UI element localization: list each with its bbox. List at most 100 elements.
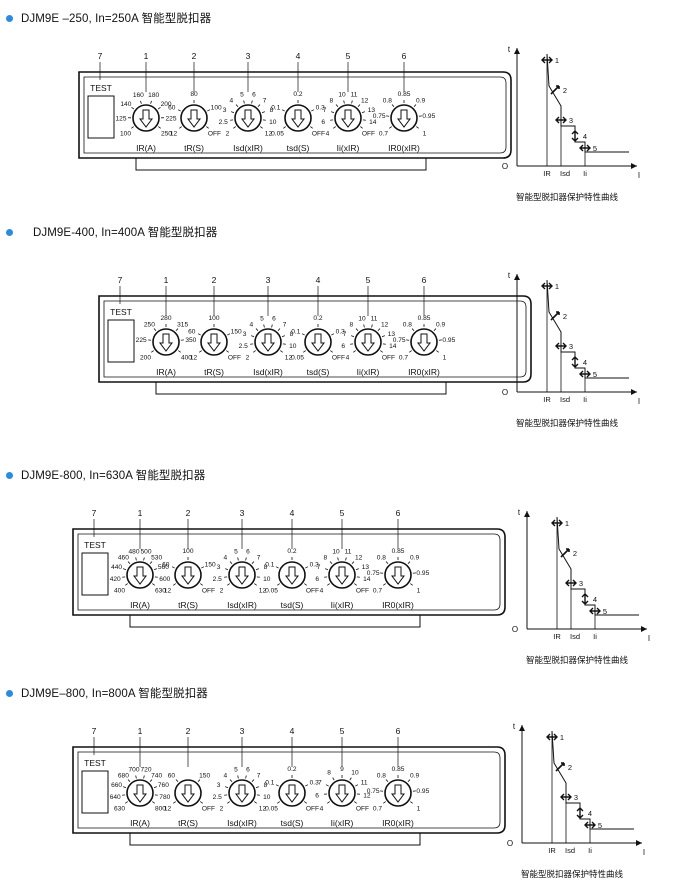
dial-scale-label: 10 [332, 549, 340, 556]
dial-scale-label: 0.05 [291, 354, 304, 361]
dial-scale-label: 4 [224, 554, 228, 561]
dial-tick [416, 126, 419, 129]
dial-label: tR(S) [178, 600, 198, 610]
section-header: DJM9E-800, In=630A 智能型脱扣器 [6, 465, 205, 485]
dial-tick [275, 566, 279, 569]
dial-scale-label: 2.5 [213, 576, 222, 583]
dial-tick [343, 100, 345, 104]
callout-number: 1 [138, 726, 143, 736]
dial-scale-label: 315 [177, 321, 188, 328]
dial-pointer-icon [335, 784, 349, 803]
y-axis-label: t [513, 722, 516, 731]
panel-base [129, 615, 421, 628]
dial-tick [152, 583, 155, 586]
dial-scale-label: 10 [358, 316, 366, 323]
adjust-arrow-icon [551, 519, 563, 527]
dial-tick [255, 786, 259, 789]
dial-tick [257, 104, 261, 108]
dial-scale-label: 100 [208, 315, 219, 322]
dial-scale-label: 2.5 [239, 343, 248, 350]
dial-label: tsd(S) [307, 367, 330, 377]
dial-label: Isd(xIR) [233, 143, 263, 153]
ii-tick-label: Ii [588, 846, 592, 855]
dial-scale-label: 11 [371, 316, 378, 323]
dial-scale-label: 400 [181, 354, 192, 361]
dial-scale-label: 14 [369, 119, 377, 126]
dial-scale-label: OFF [332, 354, 345, 361]
dial-tick [433, 328, 437, 332]
dial-label: IR0(xIR) [382, 818, 414, 828]
dial-scale-label: 10 [269, 119, 277, 126]
dial-scale-label: 10 [289, 343, 297, 350]
dial-tick [377, 328, 381, 332]
dial-scale-label: 9 [340, 766, 344, 773]
dial-tick [260, 126, 263, 129]
dial-scale-label: 0.05 [265, 587, 278, 594]
dial-scale-label: 8 [327, 770, 331, 777]
dial-scale-label: 0.85 [418, 315, 431, 322]
origin-label: O [507, 839, 513, 848]
callout-number: 1 [144, 51, 149, 61]
adjust-arrow-icon [555, 342, 567, 350]
dial-scale-label: 0.1 [265, 779, 274, 786]
dial-scale-label: 12 [170, 130, 178, 137]
x-axis-label: I [638, 171, 640, 180]
dial-tick [355, 328, 359, 332]
dial-tick [225, 568, 229, 571]
dial-scale-label: 12 [164, 587, 172, 594]
dial-tick [383, 583, 386, 586]
dial-scale-label: 6 [321, 119, 325, 126]
dial-tick [158, 126, 161, 129]
dial-scale-label: 600 [159, 576, 170, 583]
dial-tick [354, 583, 357, 586]
dial-tick [173, 583, 176, 586]
dial-tick [335, 104, 339, 108]
dial-scale-label: 150 [199, 772, 210, 779]
dial-scale-label: OFF [202, 805, 215, 812]
callout-number: 5 [340, 726, 345, 736]
x-axis-label: I [643, 848, 645, 857]
dial-scale-label: 720 [140, 767, 151, 774]
curve-marker-number: 1 [555, 282, 559, 291]
dial-tick [227, 333, 231, 336]
adjust-arrow-icon [560, 548, 570, 558]
dial-tick [385, 779, 389, 783]
section-title: DJM9E-400, In=400A 智能型脱扣器 [33, 227, 218, 239]
trip-curve [556, 516, 639, 616]
dial-tick [225, 786, 229, 789]
origin-label: O [512, 625, 518, 634]
dial-scale-label: 12 [285, 354, 293, 361]
adjust-arrow-icon [581, 593, 589, 605]
dial-scale-label: 3 [217, 782, 221, 789]
dial-scale-label: 0.75 [393, 337, 406, 344]
dial-tick [199, 350, 202, 353]
dial-scale-label: 12 [355, 554, 363, 561]
dial-tick [281, 335, 285, 338]
dial-tick [149, 561, 153, 565]
dial-label: Ii(xIR) [331, 600, 354, 610]
curve-marker-number: 3 [569, 116, 573, 125]
dial-scale-label: 200 [161, 101, 172, 108]
callout-number: 4 [290, 508, 295, 518]
dial-tick [280, 350, 283, 353]
trip-curve [551, 730, 634, 830]
dial-tick [303, 350, 306, 353]
dial-tick [261, 111, 265, 114]
dial-tick [332, 777, 335, 781]
dial-label: Isd(xIR) [253, 367, 283, 377]
dial-tick [436, 350, 439, 353]
dial-tick [178, 350, 181, 353]
dial-tick [283, 126, 286, 129]
dial-scale-label: 700 [128, 767, 139, 774]
curve-marker-number: 5 [593, 144, 597, 153]
dial-scale-label: 8 [264, 782, 268, 789]
dial-scale-label: 13 [362, 564, 370, 571]
